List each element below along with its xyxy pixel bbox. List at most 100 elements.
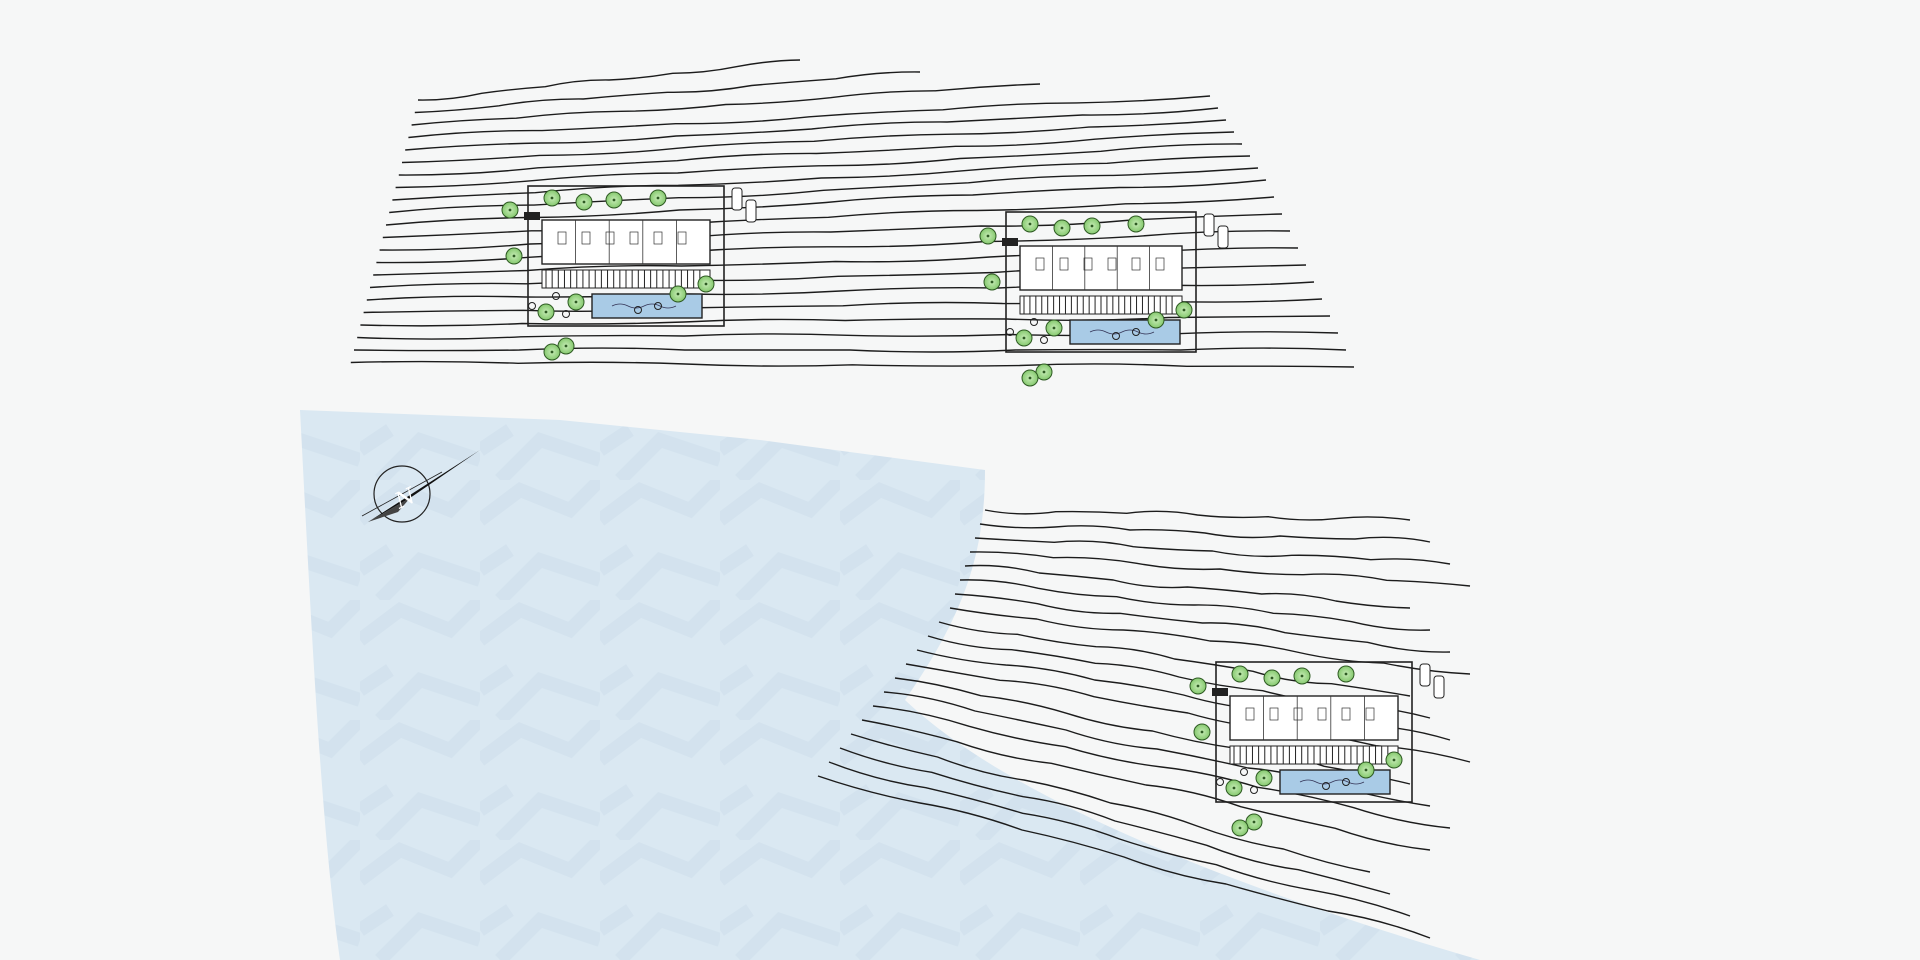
furniture — [653, 231, 663, 245]
tree-trunk-icon — [1232, 786, 1236, 790]
pool-water-icon — [1299, 779, 1365, 785]
building-footprint — [1019, 245, 1183, 291]
contour-line — [353, 347, 1347, 353]
shrub-icon — [528, 302, 536, 310]
contour-line — [382, 196, 1275, 239]
site-boundary — [1215, 661, 1413, 803]
furniture — [677, 231, 687, 245]
tree-trunk-icon — [1182, 308, 1186, 312]
site-boundary — [1005, 211, 1197, 353]
pool-water-icon — [611, 303, 677, 309]
car-icon — [1433, 675, 1445, 699]
contour-line — [839, 747, 1391, 895]
tree-trunk-icon — [508, 208, 512, 212]
tree-trunk-icon — [1196, 684, 1200, 688]
tree-trunk-icon — [1262, 776, 1266, 780]
stair — [1212, 688, 1228, 696]
building-footprint — [1229, 695, 1399, 741]
shrub-icon — [1216, 778, 1224, 786]
furniture — [1083, 257, 1093, 271]
tree-trunk-icon — [1052, 326, 1056, 330]
contour-line — [401, 119, 1227, 164]
tree-trunk-icon — [550, 196, 554, 200]
shrub-icon — [1030, 318, 1038, 326]
tree-trunk-icon — [1364, 768, 1368, 772]
contour-line — [398, 131, 1235, 176]
contour-line — [414, 71, 921, 114]
furniture — [581, 231, 591, 245]
contour-line — [949, 607, 1471, 675]
contour-line — [979, 523, 1431, 543]
contour-line — [411, 83, 1041, 126]
car-icon — [1419, 663, 1431, 687]
tree-trunk-icon — [1134, 222, 1138, 226]
water-body — [300, 410, 1480, 960]
contour-line — [969, 551, 1471, 587]
tree-trunk-icon — [612, 198, 616, 202]
tree-trunk-icon — [1238, 672, 1242, 676]
tree-trunk-icon — [512, 254, 516, 258]
tree-trunk-icon — [1238, 826, 1242, 830]
shrub-icon — [654, 302, 662, 310]
furniture — [605, 231, 615, 245]
villa-east — [979, 211, 1229, 387]
tree-trunk-icon — [656, 196, 660, 200]
tree-trunk-icon — [1252, 820, 1256, 824]
tree-trunk-icon — [704, 282, 708, 286]
tree-trunk-icon — [582, 200, 586, 204]
tree-trunk-icon — [676, 292, 680, 296]
contour-line — [872, 705, 1451, 829]
furniture — [1365, 707, 1375, 721]
furniture — [1131, 257, 1141, 271]
tree-trunk-icon — [564, 344, 568, 348]
shrub-icon — [1040, 336, 1048, 344]
car-icon — [1203, 213, 1215, 237]
villa-south — [1189, 661, 1445, 837]
pool-water-icon — [1089, 329, 1155, 335]
contour-line — [828, 761, 1411, 917]
stair — [1002, 238, 1018, 246]
contour-line — [360, 315, 1331, 327]
contour-line — [938, 621, 1411, 697]
tree-trunk-icon — [1028, 376, 1032, 380]
tree-trunk-icon — [986, 234, 990, 238]
villas — [501, 185, 1445, 837]
shrub-icon — [1240, 768, 1248, 776]
tree-trunk-icon — [1022, 336, 1026, 340]
shrub-icon — [552, 292, 560, 300]
tree-trunk-icon — [1042, 370, 1046, 374]
furniture — [1341, 707, 1351, 721]
furniture — [1317, 707, 1327, 721]
tree-trunk-icon — [1300, 674, 1304, 678]
tree-trunk-icon — [1060, 226, 1064, 230]
shrub-icon — [634, 306, 642, 314]
tree-trunk-icon — [1270, 676, 1274, 680]
contour-line — [405, 107, 1219, 151]
tree-trunk-icon — [990, 280, 994, 284]
building-footprint — [541, 219, 711, 265]
tree-trunk-icon — [1028, 222, 1032, 226]
contour-line — [417, 59, 801, 101]
stair — [524, 212, 540, 220]
site-boundary — [527, 185, 725, 327]
tree-trunk-icon — [544, 310, 548, 314]
north-arrow-icon — [361, 450, 480, 523]
contour-line — [392, 155, 1251, 201]
contour-line — [408, 95, 1211, 139]
contour-line — [894, 677, 1411, 785]
contour-line — [817, 775, 1431, 939]
tree-trunk-icon — [1344, 672, 1348, 676]
tree-trunk-icon — [1154, 318, 1158, 322]
car-icon — [731, 187, 743, 211]
contour-line — [959, 579, 1431, 631]
tree-trunk-icon — [1392, 758, 1396, 762]
contour-lines — [350, 59, 1471, 939]
tree-trunk-icon — [1200, 730, 1204, 734]
shrub-icon — [1322, 782, 1330, 790]
tree-trunk-icon — [574, 300, 578, 304]
contour-line — [954, 593, 1451, 653]
furniture — [1269, 707, 1279, 721]
contour-line — [964, 564, 1411, 609]
